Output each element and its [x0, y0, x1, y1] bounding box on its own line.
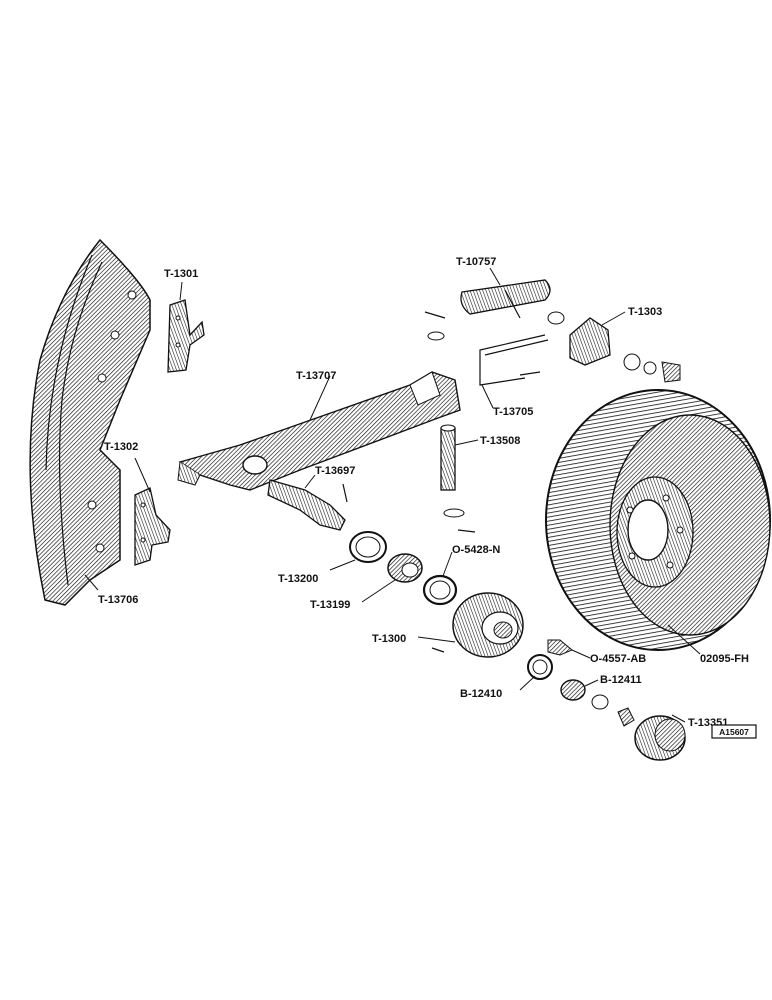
label-t13200: T-13200 [278, 573, 318, 585]
seal-part [349, 531, 387, 563]
label-o2095fh: 02095-FH [700, 653, 749, 665]
steering-arm-part [569, 317, 681, 383]
reference-code: A15607 [719, 727, 749, 737]
label-t13697: T-13697 [315, 465, 355, 477]
outer-bearing-part [560, 679, 635, 727]
label-t13199: T-13199 [310, 599, 350, 611]
wheel-rim-part [545, 389, 771, 651]
label-o4557ab: O-4557-AB [590, 653, 646, 665]
label-o5428n: O-5428-N [452, 544, 500, 556]
label-t1301: T-1301 [164, 268, 198, 280]
king-pin-part [440, 424, 476, 533]
label-t10757: T-10757 [456, 256, 496, 268]
bearing-cup-part [422, 574, 458, 606]
label-t13705: T-13705 [493, 406, 533, 418]
bracket-upper-part [167, 299, 205, 373]
wheel-hub-part [431, 592, 524, 658]
axle-beam-part [177, 371, 461, 491]
leader-lines [84, 267, 701, 723]
label-t13707: T-13707 [296, 370, 336, 382]
bracket-lower-part [134, 487, 171, 566]
wheel-bolt-part [547, 639, 573, 656]
label-t1300: T-1300 [372, 633, 406, 645]
label-b12411: B-12411 [600, 674, 642, 686]
label-t1302: T-1302 [104, 441, 138, 453]
inner-bearing-part [387, 553, 423, 583]
spindle-part [267, 479, 348, 531]
label-t13706: T-13706 [98, 594, 138, 606]
wire-clip-part [479, 334, 549, 386]
label-t13508: T-13508 [480, 435, 520, 447]
label-t1303: T-1303 [628, 306, 662, 318]
label-b12410: B-12410 [460, 688, 502, 700]
hub-cap-part [634, 715, 686, 761]
outer-cup-part [527, 654, 553, 680]
grille-shell-part [29, 238, 151, 606]
steering-lever-part [424, 279, 565, 341]
reference-code-box: A15607 [711, 724, 757, 739]
